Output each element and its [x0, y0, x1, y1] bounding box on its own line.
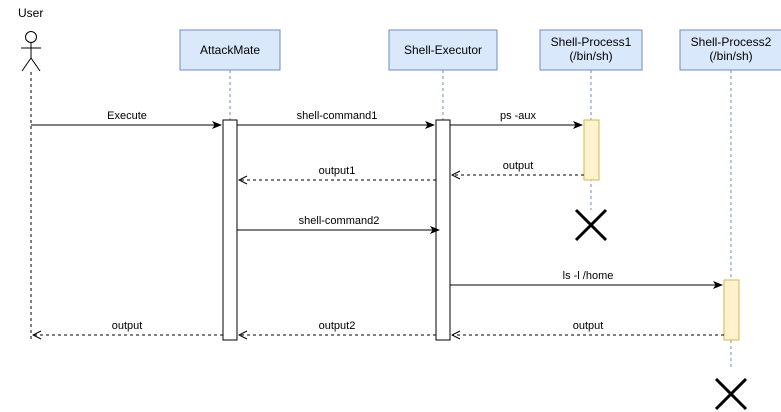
- participant-attackmate-label: AttackMate: [200, 43, 260, 57]
- message-output2: output2: [239, 320, 436, 335]
- message-output-user-label: output: [112, 320, 143, 332]
- message-shell-command2: shell-command2: [237, 215, 440, 234]
- message-execute: Execute: [31, 110, 222, 129]
- message-output1-label: output1: [319, 165, 356, 177]
- participant-shell-process1-sublabel: (/bin/sh): [569, 49, 612, 63]
- message-output-process1-label: output: [503, 160, 534, 172]
- message-shell-command1: shell-command1: [237, 110, 435, 129]
- participant-shell-process2-label: Shell-Process2: [691, 35, 772, 49]
- participant-shell-process1: Shell-Process1 (/bin/sh): [539, 29, 643, 71]
- participant-shell-process1-label: Shell-Process1: [551, 35, 632, 49]
- message-output-process1: output: [452, 160, 584, 175]
- message-shell-command1-label: shell-command1: [297, 110, 378, 122]
- activation-shell-process1: [583, 119, 600, 181]
- participant-shell-executor-label: Shell-Executor: [404, 43, 482, 57]
- message-output2-label: output2: [319, 320, 356, 332]
- message-ps-aux-label: ps -aux: [500, 110, 537, 122]
- message-ls-home: ls -l /home: [450, 270, 723, 289]
- user-actor-icon: [21, 31, 41, 72]
- message-output1: output1: [239, 165, 436, 180]
- message-shell-command2-label: shell-command2: [299, 215, 380, 227]
- termination-shell-process2-icon: [714, 377, 748, 411]
- message-output-process2: output: [452, 320, 724, 335]
- activation-attackmate: [222, 119, 238, 341]
- message-ps-aux: ps -aux: [450, 110, 583, 129]
- termination-shell-process1-icon: [574, 208, 608, 242]
- message-ls-home-label: ls -l /home: [563, 270, 614, 282]
- activation-shell-process2: [723, 279, 740, 341]
- message-output-process2-label: output: [573, 320, 604, 332]
- participant-shell-process2-sublabel: (/bin/sh): [709, 49, 752, 63]
- participant-shell-process2: Shell-Process2 (/bin/sh): [679, 29, 781, 71]
- message-output-user: output: [33, 320, 223, 335]
- message-execute-label: Execute: [107, 110, 147, 122]
- participant-shell-executor: Shell-Executor: [388, 29, 498, 71]
- participant-attackmate: AttackMate: [179, 29, 281, 71]
- actor-label: User: [18, 6, 43, 20]
